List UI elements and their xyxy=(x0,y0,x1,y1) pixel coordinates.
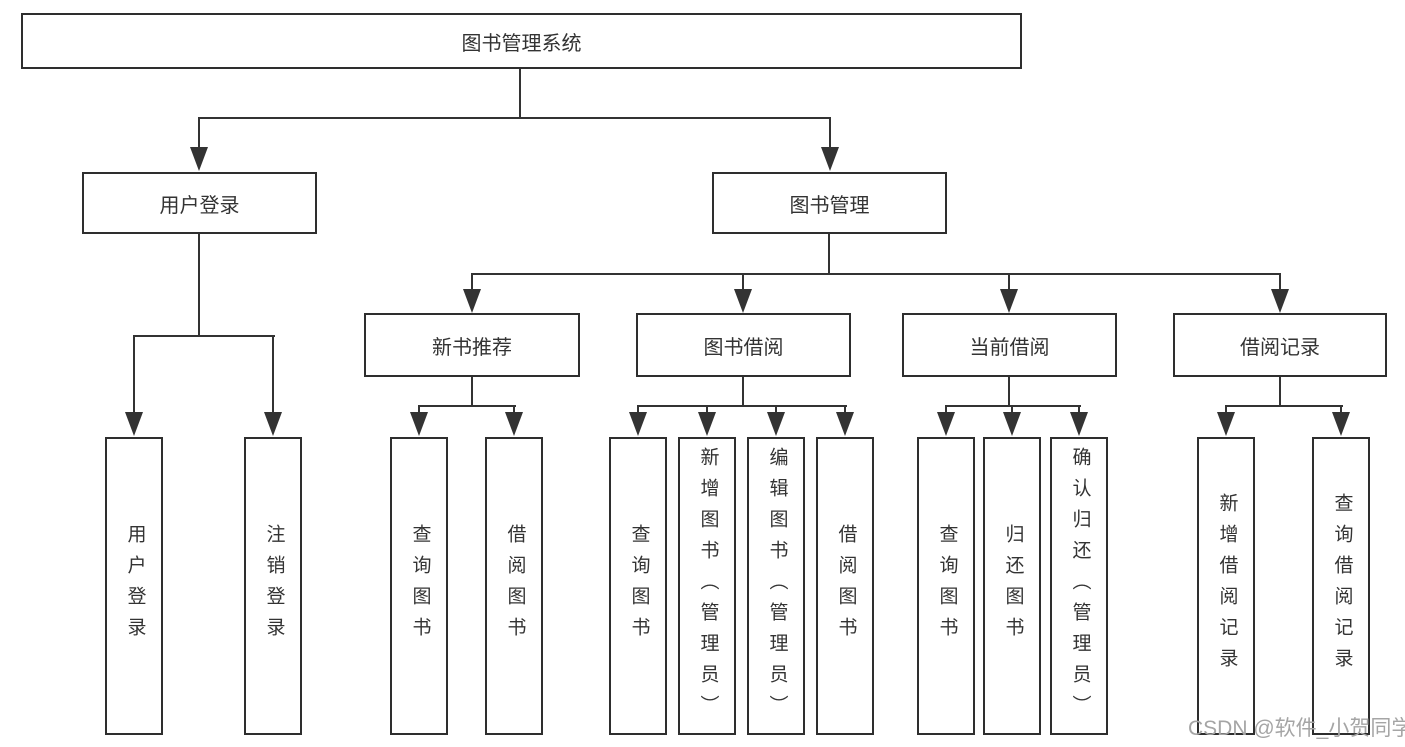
node-root-label: 图书管理系统 xyxy=(461,32,582,55)
leaf-return-book: 归还图书 xyxy=(983,437,1041,735)
arrowhead-icon xyxy=(698,412,716,436)
connector-line xyxy=(471,377,473,407)
leaf-return-book-label: 归还图书 xyxy=(1002,524,1024,648)
arrowhead-icon xyxy=(836,412,854,436)
leaf-edit-book-admin: 编辑图书（管理员） xyxy=(747,437,805,735)
connector-line xyxy=(1225,405,1227,415)
arrowhead-icon xyxy=(821,147,839,171)
connector-line xyxy=(1008,377,1010,407)
watermark: CSDN @软件_小贺同学 xyxy=(1188,717,1405,740)
node-user-login: 用户登录 xyxy=(82,172,317,234)
connector-line xyxy=(637,405,639,415)
arrowhead-icon xyxy=(125,412,143,436)
node-new-book-recommend: 新书推荐 xyxy=(364,313,580,377)
arrowhead-icon xyxy=(767,412,785,436)
leaf-rec-query-book: 查询图书 xyxy=(390,437,448,735)
leaf-add-borrow-record-label: 新增借阅记录 xyxy=(1216,493,1238,679)
connector-line xyxy=(1225,405,1343,407)
leaf-user-login-label: 用户登录 xyxy=(124,524,146,648)
node-borrow-records: 借阅记录 xyxy=(1173,313,1387,377)
arrowhead-icon xyxy=(1217,412,1235,436)
connector-line xyxy=(945,405,947,415)
leaf-logout-login-label: 注销登录 xyxy=(263,524,285,648)
connector-line xyxy=(844,405,846,415)
connector-line xyxy=(775,405,777,415)
arrowhead-icon xyxy=(1003,412,1021,436)
connector-line xyxy=(198,117,831,119)
leaf-current-query-book-label: 查询图书 xyxy=(936,524,958,648)
connector-line xyxy=(637,405,847,407)
leaf-rec-borrow-book: 借阅图书 xyxy=(485,437,543,735)
leaf-borrow-borrow-book-label: 借阅图书 xyxy=(835,524,857,648)
connector-line xyxy=(471,273,1281,275)
leaf-add-borrow-record: 新增借阅记录 xyxy=(1197,437,1255,735)
connector-line xyxy=(272,335,274,415)
leaf-add-book-admin: 新增图书（管理员） xyxy=(678,437,736,735)
connector-line xyxy=(1340,405,1342,415)
arrowhead-icon xyxy=(937,412,955,436)
arrowhead-icon xyxy=(1271,289,1289,313)
leaf-logout-login: 注销登录 xyxy=(244,437,302,735)
leaf-rec-query-book-label: 查询图书 xyxy=(409,524,431,648)
arrowhead-icon xyxy=(1332,412,1350,436)
node-user-login-label: 用户登录 xyxy=(159,194,240,217)
connector-line xyxy=(133,335,275,337)
node-current-borrow-label: 当前借阅 xyxy=(969,336,1050,359)
leaf-user-login: 用户登录 xyxy=(105,437,163,735)
connector-line xyxy=(706,405,708,415)
leaf-query-borrow-record: 查询借阅记录 xyxy=(1312,437,1370,735)
connector-line xyxy=(828,234,830,275)
node-borrow-records-label: 借阅记录 xyxy=(1240,336,1320,359)
node-book-borrow-label: 图书借阅 xyxy=(703,336,784,359)
node-new-book-recommend-label: 新书推荐 xyxy=(432,336,512,359)
leaf-borrow-query-book: 查询图书 xyxy=(609,437,667,735)
leaf-rec-borrow-book-label: 借阅图书 xyxy=(504,524,526,648)
leaf-borrow-borrow-book: 借阅图书 xyxy=(816,437,874,735)
arrowhead-icon xyxy=(1070,412,1088,436)
connector-line xyxy=(133,335,135,415)
arrowhead-icon xyxy=(1000,289,1018,313)
leaf-current-query-book: 查询图书 xyxy=(917,437,975,735)
arrowhead-icon xyxy=(190,147,208,171)
connector-line xyxy=(198,117,200,149)
connector-line xyxy=(198,234,200,337)
leaf-add-book-admin-label: 新增图书（管理员） xyxy=(697,446,719,726)
connector-line xyxy=(829,117,831,149)
node-book-management: 图书管理 xyxy=(712,172,947,234)
connector-line xyxy=(742,273,744,291)
connector-line xyxy=(513,405,515,415)
leaf-edit-book-admin-label: 编辑图书（管理员） xyxy=(766,446,788,726)
leaf-confirm-return-admin: 确认归还（管理员） xyxy=(1050,437,1108,735)
connector-line xyxy=(519,69,521,119)
leaf-confirm-return-admin-label: 确认归还（管理员） xyxy=(1069,446,1091,726)
arrowhead-icon xyxy=(505,412,523,436)
node-root: 图书管理系统 xyxy=(21,13,1022,69)
arrowhead-icon xyxy=(264,412,282,436)
connector-line xyxy=(1011,405,1013,415)
node-book-management-label: 图书管理 xyxy=(789,194,870,217)
arrowhead-icon xyxy=(410,412,428,436)
arrowhead-icon xyxy=(629,412,647,436)
node-book-borrow: 图书借阅 xyxy=(636,313,851,377)
leaf-query-borrow-record-label: 查询借阅记录 xyxy=(1331,493,1353,679)
connector-line xyxy=(1279,377,1281,407)
connector-line xyxy=(742,377,744,407)
connector-line xyxy=(418,405,420,415)
arrowhead-icon xyxy=(734,289,752,313)
leaf-borrow-query-book-label: 查询图书 xyxy=(628,524,650,648)
connector-line xyxy=(945,405,1081,407)
connector-line xyxy=(1279,273,1281,291)
connector-line xyxy=(1078,405,1080,415)
connector-line xyxy=(471,273,473,291)
connector-line xyxy=(1008,273,1010,291)
node-current-borrow: 当前借阅 xyxy=(902,313,1117,377)
connector-line xyxy=(418,405,516,407)
arrowhead-icon xyxy=(463,289,481,313)
